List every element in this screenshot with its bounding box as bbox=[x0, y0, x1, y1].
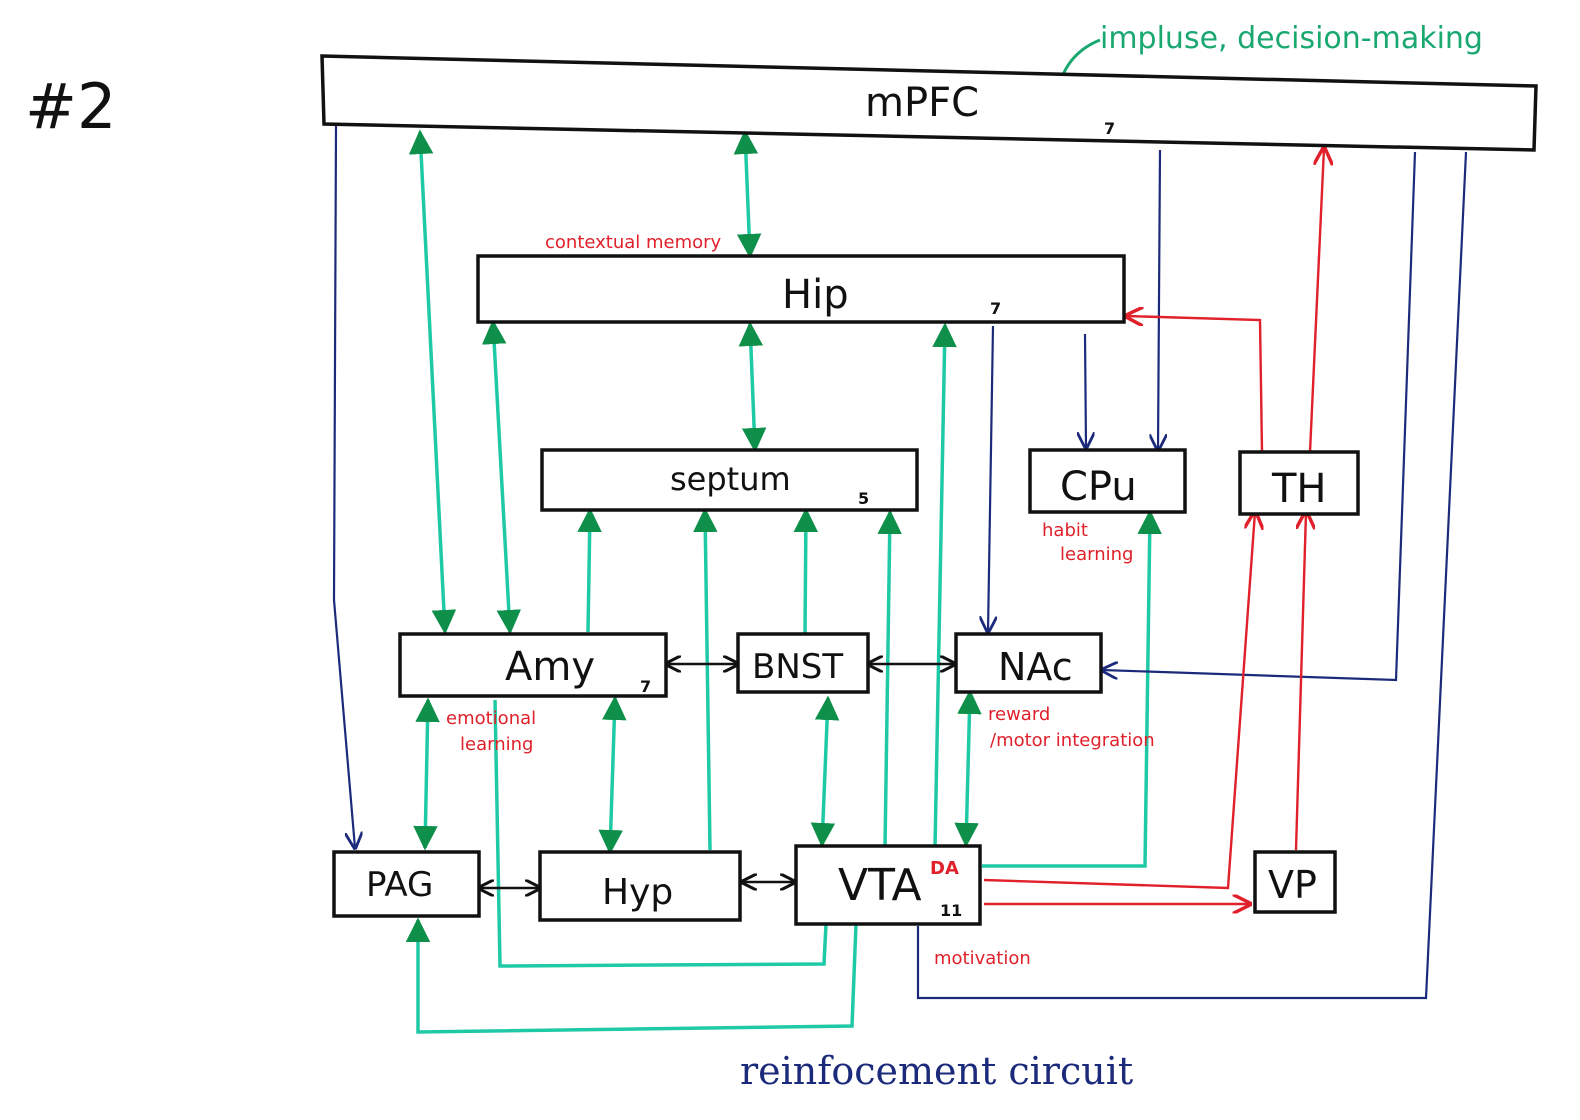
edge-vta-mpfc-loop bbox=[916, 151, 1468, 1000]
node-th: TH bbox=[1238, 450, 1360, 516]
node-hip-num: 7 bbox=[990, 299, 1001, 318]
node-mpfc: mPFC 7 bbox=[320, 54, 1538, 152]
edge-hyp-septum bbox=[693, 507, 718, 851]
node-vta-num: 11 bbox=[940, 901, 962, 920]
node-septum-label: septum bbox=[670, 460, 791, 498]
edge-hip-cpu bbox=[1085, 333, 1086, 448]
edge-mpfc-pag bbox=[332, 125, 355, 848]
node-cpu: CPu bbox=[1028, 448, 1187, 514]
node-vta: VTA DA 11 bbox=[794, 844, 982, 926]
node-amy-label: Amy bbox=[505, 644, 595, 690]
edge-hip-amy bbox=[481, 319, 522, 635]
footer-caption: reinfocement circuit bbox=[740, 1049, 1133, 1093]
edge-mpfc-nac bbox=[1102, 151, 1417, 682]
node-amy-num: 7 bbox=[640, 677, 651, 696]
edge-mpfc-cpu bbox=[1158, 149, 1160, 450]
mpfc-note: impluse, decision-making bbox=[1100, 21, 1483, 56]
node-bnst: BNST bbox=[736, 632, 870, 694]
cpu-note-2: learning bbox=[1060, 544, 1133, 565]
edge-nac-vta bbox=[954, 689, 982, 848]
hip-note: contextual memory bbox=[545, 232, 722, 253]
edge-vta-cpu bbox=[982, 509, 1162, 868]
edge-amy-pag bbox=[413, 697, 440, 851]
edge-vta-septum bbox=[877, 509, 902, 849]
edge-vta-pag-loop bbox=[405, 917, 858, 1034]
edge-amy-hyp bbox=[598, 695, 627, 855]
connections bbox=[332, 125, 1468, 1034]
amy-note-2: learning bbox=[460, 734, 533, 755]
edge-bnst-septum bbox=[793, 507, 819, 635]
node-septum: septum 5 bbox=[540, 448, 919, 512]
node-mpfc-num: 7 bbox=[1104, 119, 1115, 138]
vta-note: motivation bbox=[934, 948, 1031, 969]
edge-vta-th bbox=[983, 512, 1255, 890]
node-vta-label: VTA bbox=[838, 860, 922, 911]
amy-note-1: emotional bbox=[446, 708, 536, 729]
node-vp: VP bbox=[1253, 850, 1337, 914]
node-amy: Amy 7 bbox=[398, 632, 668, 698]
node-cpu-label: CPu bbox=[1060, 464, 1137, 510]
node-vta-tag: DA bbox=[930, 858, 959, 879]
node-pag-label: PAG bbox=[366, 865, 433, 905]
node-bnst-label: BNST bbox=[752, 647, 843, 687]
node-th-label: TH bbox=[1271, 466, 1327, 512]
node-nac: NAc bbox=[954, 632, 1103, 694]
edge-th-mpfc bbox=[1308, 148, 1324, 453]
edge-bnst-vta bbox=[810, 695, 840, 848]
node-mpfc-label: mPFC bbox=[865, 80, 979, 126]
node-hip: Hip 7 bbox=[476, 254, 1126, 324]
node-nac-label: NAc bbox=[998, 645, 1073, 689]
edge-hip-septum bbox=[738, 321, 767, 453]
node-septum-num: 5 bbox=[858, 489, 869, 508]
edge-hip-nac bbox=[988, 325, 993, 632]
edge-vta-amy-loop bbox=[493, 699, 828, 968]
node-vp-label: VP bbox=[1268, 863, 1317, 907]
edge-vp-th bbox=[1294, 512, 1306, 851]
corner-label: #2 bbox=[25, 70, 116, 143]
edge-mpfc-amy bbox=[408, 129, 457, 635]
node-pag: PAG bbox=[332, 850, 481, 918]
node-hyp-label: Hyp bbox=[602, 872, 673, 913]
edge-mpfc-hip bbox=[733, 129, 762, 259]
node-hyp: Hyp bbox=[538, 850, 742, 922]
cpu-note-1: habit bbox=[1042, 520, 1088, 541]
edge-amy-septum bbox=[577, 507, 602, 633]
node-hip-label: Hip bbox=[782, 272, 849, 318]
nac-note-2: /motor integration bbox=[990, 730, 1155, 751]
nac-note-1: reward bbox=[988, 704, 1050, 725]
edge-vta-hip bbox=[932, 322, 957, 849]
edge-th-hip bbox=[1126, 316, 1264, 453]
